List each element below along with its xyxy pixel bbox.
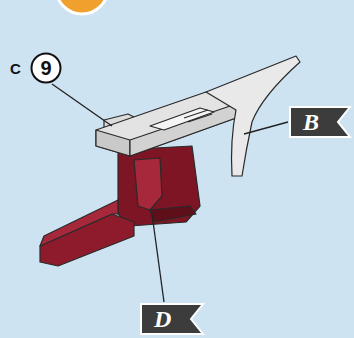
grey-fin — [206, 56, 300, 176]
leader-line — [152, 214, 164, 302]
part-flag: D — [140, 303, 204, 335]
red-shadow — [150, 206, 196, 222]
slot-line — [188, 114, 212, 122]
part-letter: D — [154, 307, 171, 331]
callout-number: 9 — [30, 52, 62, 84]
leader-line — [244, 122, 288, 134]
red-block — [118, 146, 200, 226]
grey-plate — [96, 92, 236, 156]
part-letter: C — [10, 61, 21, 76]
callout-number: 9 — [40, 58, 51, 78]
flag-outline — [289, 106, 351, 138]
part-letter: B — [303, 110, 319, 134]
red-face — [134, 158, 162, 210]
part-flag: B — [289, 106, 351, 138]
plate-slot — [150, 108, 214, 130]
leader-line — [52, 84, 112, 126]
flag-outline — [140, 303, 204, 335]
step-badge — [56, 0, 108, 14]
grey-plate-edge — [96, 130, 130, 156]
red-arm-top — [40, 200, 118, 246]
grey-plate-front — [130, 104, 236, 156]
